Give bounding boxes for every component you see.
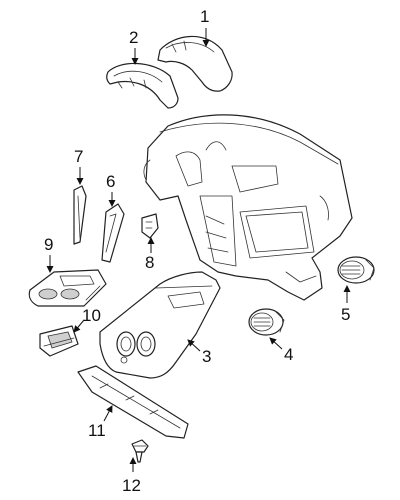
part-8-bracket [141,213,159,239]
part-label-4: 4 [284,345,293,364]
part-label-10: 10 [82,306,101,325]
part-2-cluster-bezel [106,62,179,109]
part-label-5: 5 [341,305,350,324]
part-9-cup-holder-tray [28,269,107,307]
part-label-12: 12 [122,476,141,495]
part-10-ash-tray [39,325,79,357]
part-11-lower-trim [77,365,189,439]
part-7-pillar-trim [73,185,87,245]
part-6-side-trim [101,203,125,263]
part-4-round-vent [248,308,285,336]
part-label-6: 6 [106,172,115,191]
part-5-round-vent [337,256,375,284]
part-1-cluster-hood [157,35,233,92]
part-label-9: 9 [44,235,53,254]
part-label-11: 11 [88,421,106,440]
part-label-1: 1 [200,7,209,26]
part-label-2: 2 [129,28,138,47]
part-label-8: 8 [145,253,154,272]
leader-lines [46,28,351,472]
part-number-labels: 1 2 3 4 5 6 7 8 9 10 11 12 [44,7,350,495]
instrument-panel [143,114,353,301]
part-label-7: 7 [74,147,83,166]
part-3-center-console-housing [99,271,221,379]
part-label-3: 3 [202,347,211,366]
part-12-clip [131,439,149,463]
